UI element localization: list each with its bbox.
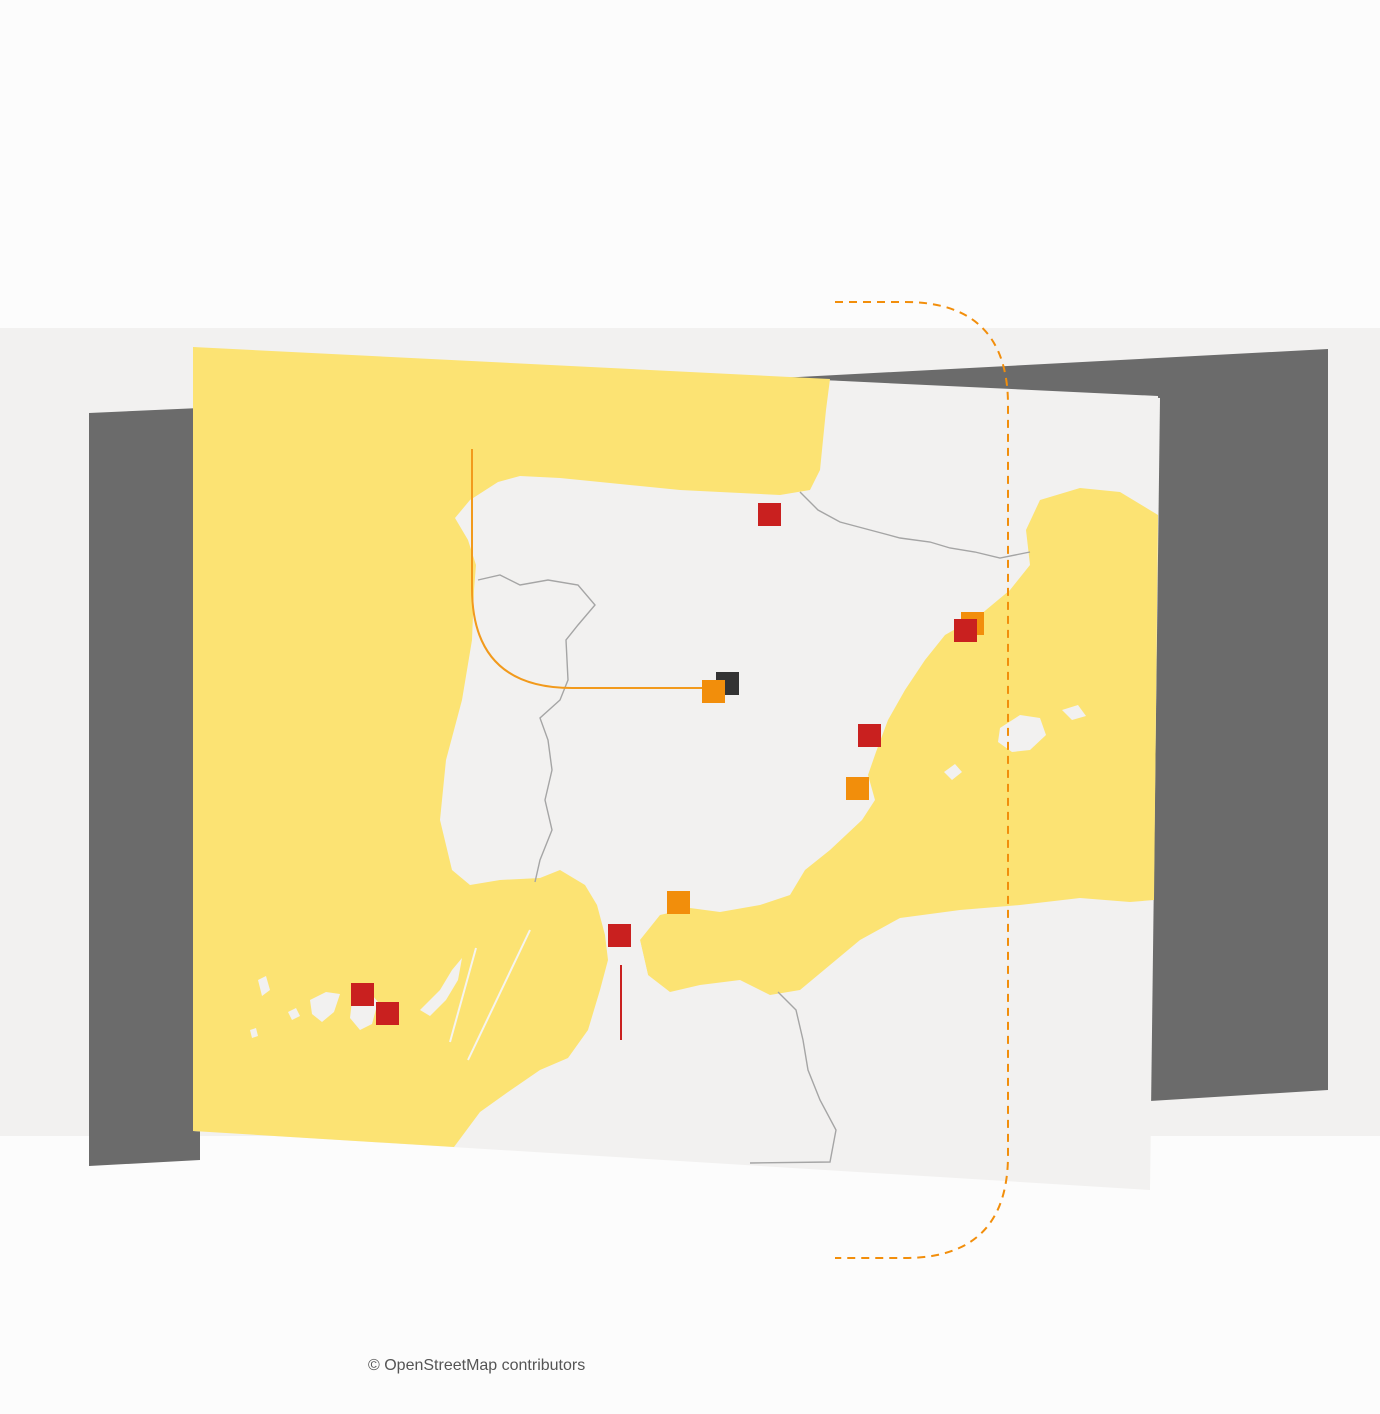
marker-bilbao[interactable] (758, 503, 781, 526)
canary-line-2 (467, 929, 531, 1061)
mediterranean-sea (640, 488, 1158, 995)
north-africa-coast (608, 940, 648, 975)
markers (351, 503, 984, 1025)
marker-valencia[interactable] (858, 724, 881, 747)
border-france-spain (799, 491, 1031, 559)
border-morocco-algeria (749, 991, 837, 1164)
marker-malaga[interactable] (667, 891, 690, 914)
border-spain-portugal (477, 574, 596, 883)
island-menorca (1062, 705, 1086, 720)
right-dark-panel (780, 349, 1328, 1101)
marker-alicante[interactable] (846, 777, 869, 800)
atlantic-ocean (193, 347, 830, 1147)
marker-canary-2[interactable] (376, 1002, 399, 1025)
marker-gibraltar[interactable] (608, 924, 631, 947)
map-attribution: © OpenStreetMap contributors (368, 1357, 586, 1374)
left-dark-panel (89, 408, 200, 1166)
route-line (471, 449, 712, 689)
island-mallorca (998, 715, 1046, 752)
marker-canary-1[interactable] (351, 983, 374, 1006)
marker-madrid-orange[interactable] (702, 680, 725, 703)
island-ibiza (944, 764, 962, 780)
marker-barcelona-red[interactable] (954, 619, 977, 642)
canary-line-1 (449, 947, 477, 1043)
dashed-bracket (835, 301, 1009, 1259)
